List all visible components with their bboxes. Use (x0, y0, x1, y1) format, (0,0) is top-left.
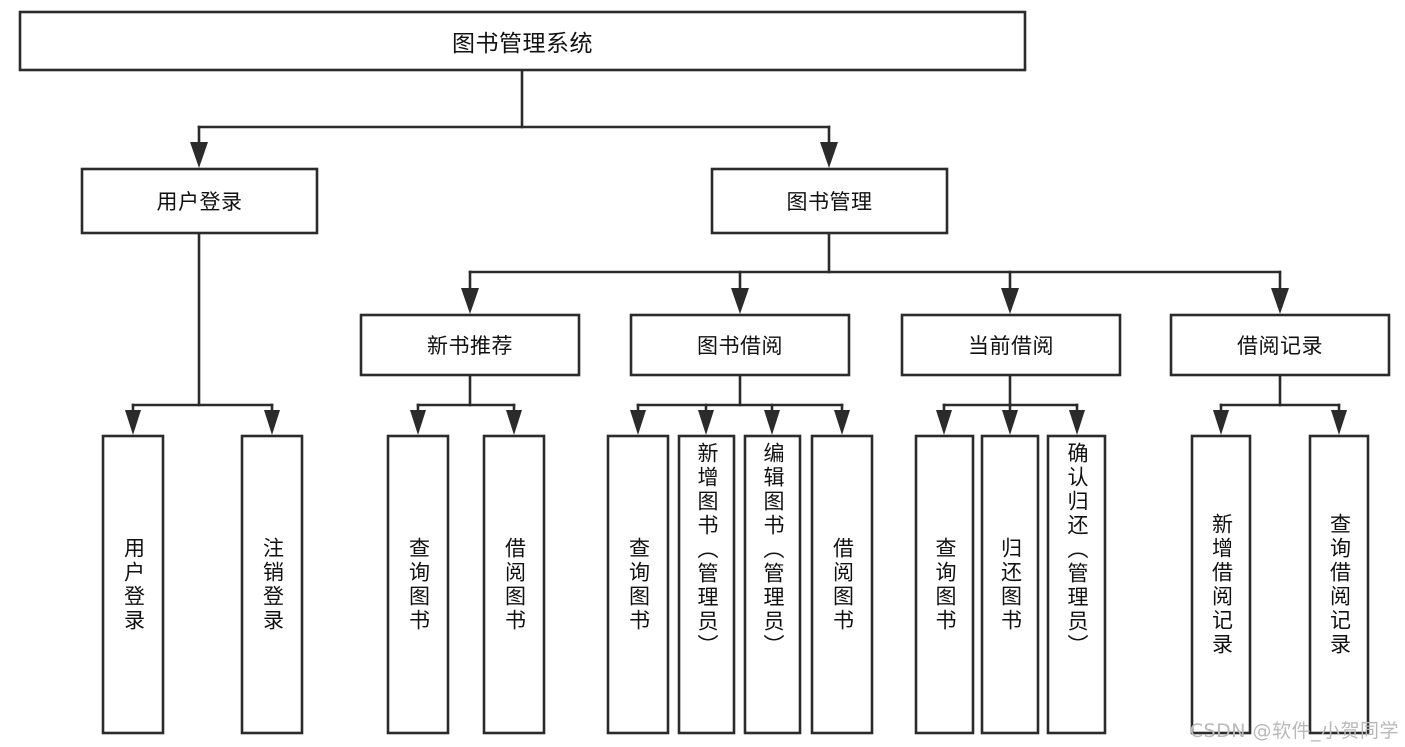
arrow-head-current-borrow (1001, 288, 1019, 314)
arrow-head-book-management (820, 142, 838, 168)
node-box-leaf-query-borrow-record[interactable] (1308, 434, 1370, 735)
connector-book-management-to-level3 (461, 231, 1289, 314)
node-box-leaf-add-borrow-record[interactable] (1190, 434, 1252, 735)
node-box-leaf-user-login[interactable] (101, 434, 165, 735)
arrow-head-leaf-edit-book-admin (764, 410, 780, 435)
connector-borrow-record-to-leaves (1213, 373, 1347, 435)
arrow-head-new-book-recommend (461, 288, 479, 314)
arrow-head-leaf-user-login (125, 410, 141, 435)
node-box-root[interactable] (18, 10, 1027, 72)
node-box-leaf-confirm-return-admin[interactable] (1046, 434, 1107, 735)
node-box-leaf-edit-book-admin[interactable] (743, 434, 802, 735)
node-box-leaf-return-book[interactable] (980, 434, 1040, 735)
connector-user-login-to-leaves (125, 231, 280, 435)
arrow-head-leaf-query-book-recommend (410, 410, 426, 435)
arrow-head-leaf-borrow-book (834, 410, 850, 435)
node-box-leaf-logout[interactable] (240, 434, 304, 735)
arrow-head-leaf-return-book (1002, 410, 1018, 435)
arrow-head-leaf-query-book-current (936, 410, 952, 435)
arrow-head-leaf-query-borrow-record (1331, 410, 1347, 435)
connector-current-borrow-to-leaves (936, 373, 1085, 435)
node-box-user-login[interactable] (80, 167, 319, 235)
node-box-borrow-record[interactable] (1169, 313, 1391, 377)
node-box-leaf-borrow-book-recommend[interactable] (482, 434, 546, 735)
arrow-head-leaf-query-book-borrow (630, 410, 646, 435)
arrow-head-leaf-confirm-return-admin (1069, 410, 1085, 435)
connector-root-to-level2 (190, 68, 838, 168)
arrow-head-leaf-add-book-admin (698, 410, 714, 435)
arrow-head-leaf-borrow-book-recommend (506, 410, 522, 435)
node-box-book-management[interactable] (710, 167, 949, 235)
node-box-leaf-add-book-admin[interactable] (677, 434, 736, 735)
node-box-leaf-query-book-current[interactable] (914, 434, 975, 735)
connector-new-book-recommend-to-leaves (410, 373, 522, 435)
node-box-current-borrow[interactable] (900, 313, 1122, 377)
arrow-head-user-login (190, 142, 208, 168)
node-box-book-borrow[interactable] (629, 313, 851, 377)
node-box-leaf-query-book-borrow[interactable] (606, 434, 670, 735)
connector-book-borrow-to-leaves (630, 373, 850, 435)
arrow-head-borrow-record (1271, 288, 1289, 314)
node-box-new-book-recommend[interactable] (359, 313, 581, 377)
arrow-head-book-borrow (731, 288, 749, 314)
node-box-leaf-borrow-book[interactable] (810, 434, 874, 735)
arrow-head-leaf-add-borrow-record (1213, 410, 1229, 435)
arrow-head-leaf-logout (264, 410, 280, 435)
node-box-leaf-query-book-recommend[interactable] (386, 434, 450, 735)
